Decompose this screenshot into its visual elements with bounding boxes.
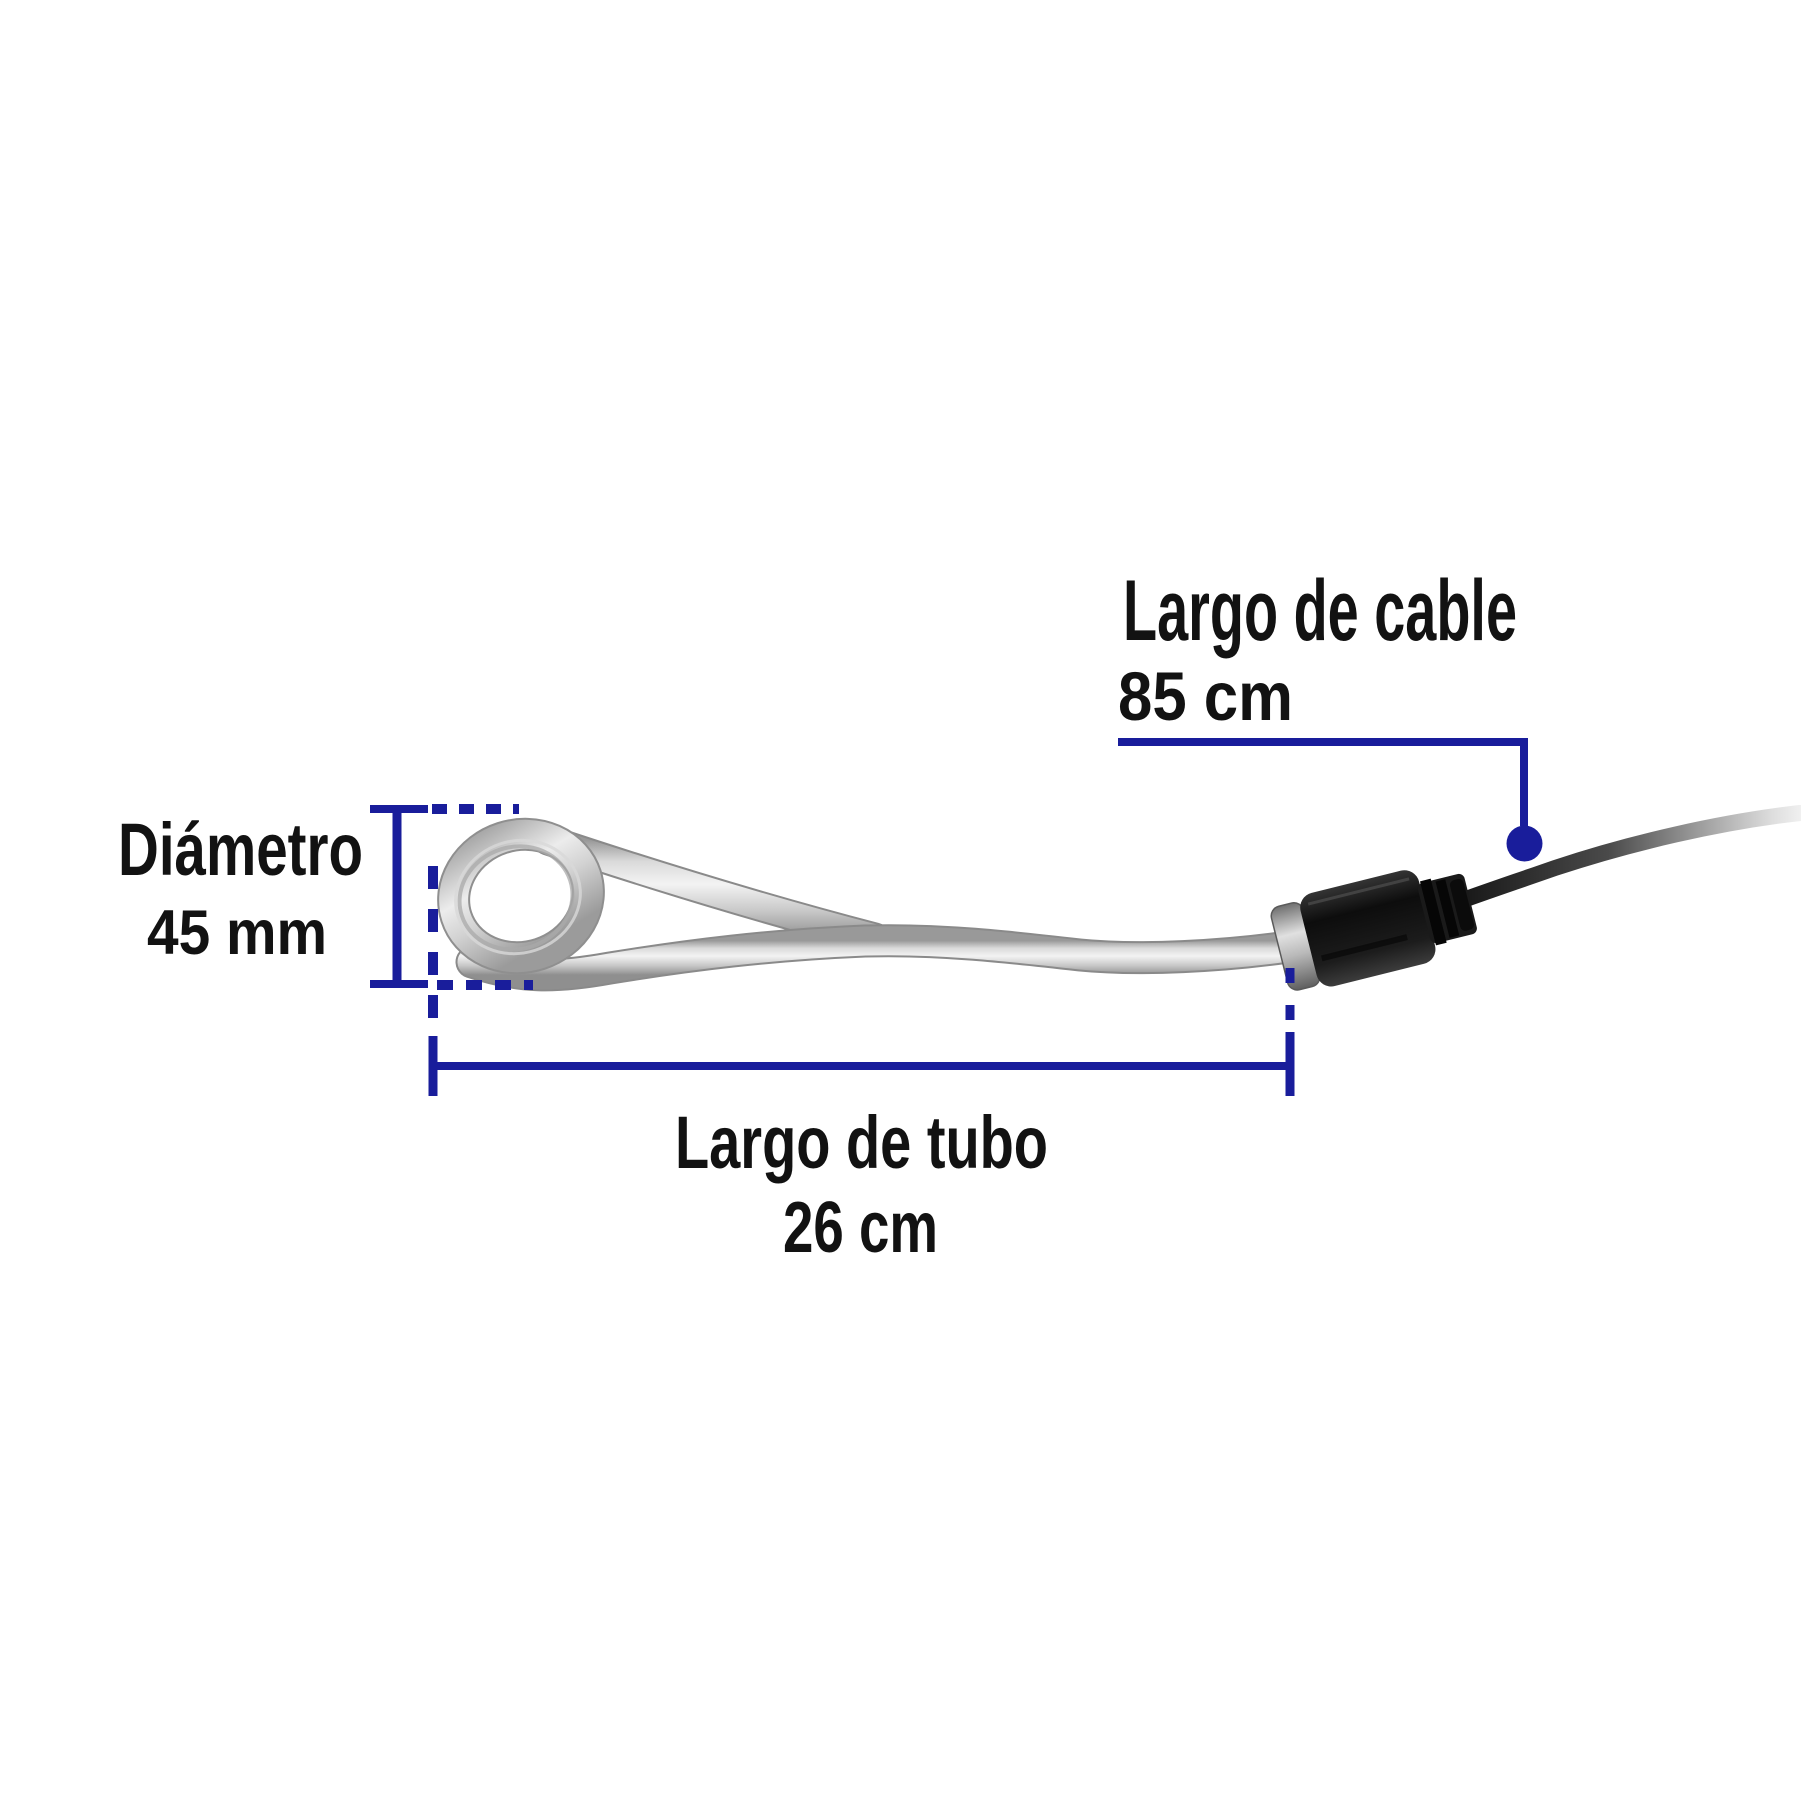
plug-body (1300, 870, 1436, 987)
plug-ridge-3 (1449, 879, 1474, 931)
plug-body-seam (1321, 934, 1408, 962)
plug-ridge-2 (1435, 879, 1460, 938)
plug-assembly (1270, 870, 1477, 991)
tube-length-label: Largo de tubo (675, 1101, 1048, 1184)
immersion-heater-image (437, 805, 1801, 992)
diameter-label: Diámetro (118, 808, 363, 891)
cable-dimension-endpoint-dot (1506, 825, 1543, 862)
plug-ridge-1 (1420, 878, 1447, 946)
dimension-annotations (370, 738, 1543, 1096)
diameter-value: 45 mm (147, 898, 327, 968)
tube-length-value: 26 cm (783, 1188, 938, 1268)
coil-winding-detail-2 (454, 838, 582, 956)
cable-length-value: 85 cm (1118, 658, 1293, 735)
cable-dimension-leader-line (1118, 738, 1528, 826)
cable-length-label: Largo de cable (1123, 563, 1517, 659)
power-cable (1447, 805, 1801, 911)
heating-tube-bottom (457, 926, 1303, 990)
heating-coil (439, 819, 603, 973)
coil-winding-detail (457, 844, 575, 952)
plug-body-highlight (1307, 877, 1410, 906)
